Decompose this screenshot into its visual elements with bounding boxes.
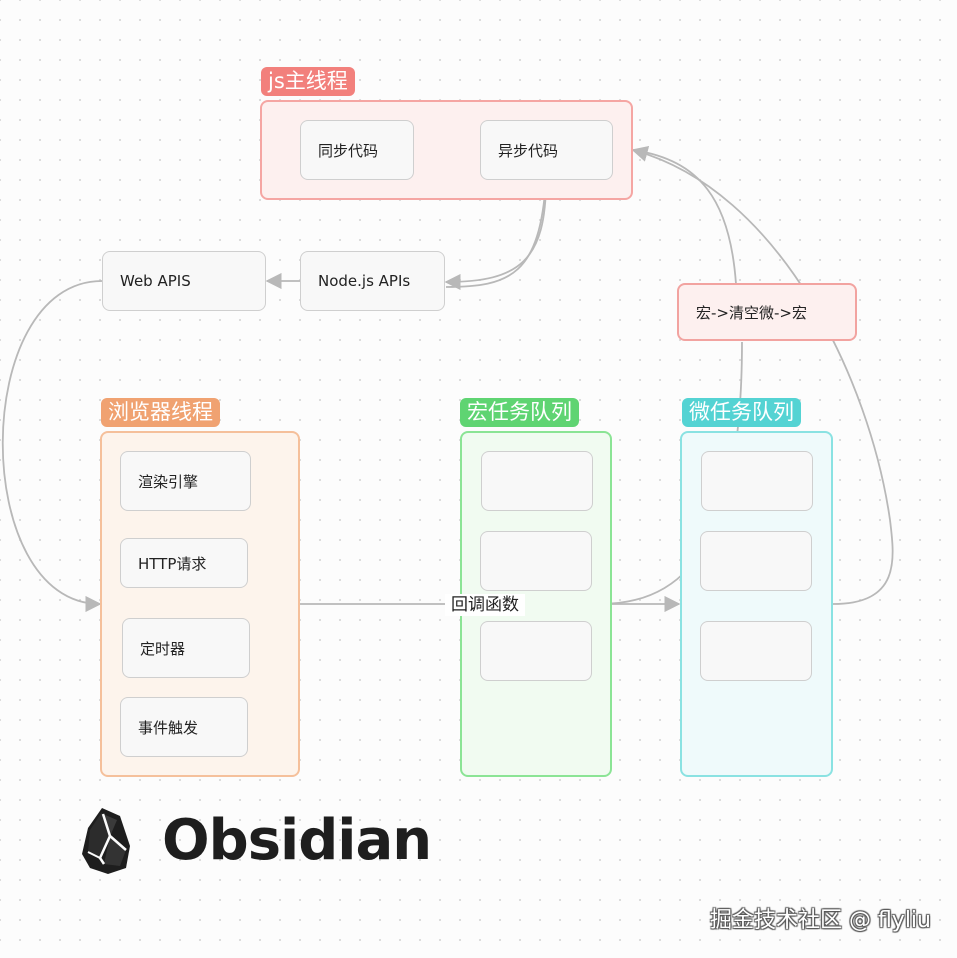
micro-queue-slot[interactable] [701,451,813,511]
macro-queue-slot[interactable] [480,621,592,681]
group-title-macro-queue: 宏任务队列 [460,398,579,427]
macro-queue-slot[interactable] [481,451,593,511]
node-web-apis[interactable]: Web APIS [102,251,266,311]
macro-queue-slot[interactable] [480,531,592,591]
edge-rule-to-async [632,149,737,285]
edge-micro-back-to-async [631,146,894,605]
node-loop-rule[interactable]: 宏->清空微->宏 [677,283,857,341]
group-title-micro-queue: 微任务队列 [682,398,801,427]
edge-label-callback: 回调函数 [445,594,525,616]
node-http-request[interactable]: HTTP请求 [120,538,248,588]
node-event-trigger[interactable]: 事件触发 [120,697,248,757]
obsidian-logo: Obsidian [80,806,432,876]
group-title-browser-thread: 浏览器线程 [101,398,220,427]
watermark: 掘金技术社区 @ flyliu [709,908,931,933]
group-title-main-thread: js主线程 [261,67,355,96]
edge-async-to-node [444,179,547,291]
edge-async-to-node-2 [445,179,547,288]
node-node-apis[interactable]: Node.js APIs [300,251,445,311]
micro-queue-slot[interactable] [700,531,812,591]
node-async-code[interactable]: 异步代码 [480,120,613,180]
obsidian-logo-text: Obsidian [162,808,432,873]
edge-web-to-browser [1,280,103,613]
node-render-engine[interactable]: 渲染引擎 [120,451,251,511]
obsidian-crystal-icon [82,808,130,874]
node-sync-code[interactable]: 同步代码 [300,120,414,180]
micro-queue-slot[interactable] [700,621,812,681]
node-timer[interactable]: 定时器 [122,618,250,678]
